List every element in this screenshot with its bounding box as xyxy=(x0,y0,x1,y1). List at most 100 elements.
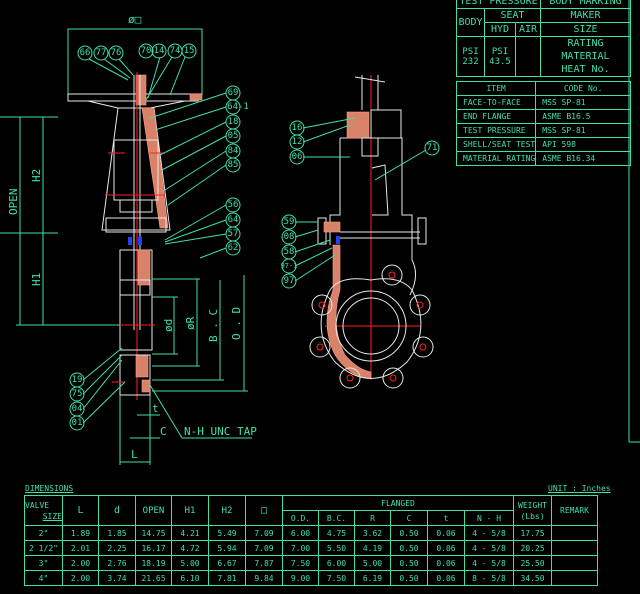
dim-diameter: ø□ xyxy=(128,13,142,26)
table-cell: 4 - 5/8 xyxy=(464,540,514,556)
dim-h1: H1 xyxy=(30,273,43,286)
table-cell: 20.25 xyxy=(513,540,552,556)
table-cell: 2.00 xyxy=(62,570,99,586)
table-cell: 18.19 xyxy=(135,555,172,571)
balloon-84: 84 xyxy=(228,146,239,156)
table-cell: 5.00 xyxy=(171,555,209,571)
marking-material: MATERIAL xyxy=(540,50,631,63)
header-test-pressure: TEST PRESSURE xyxy=(456,0,541,9)
hyd-label: HYD xyxy=(484,22,516,37)
bolt-lugs xyxy=(309,264,434,389)
table-cell: 7.81 xyxy=(208,570,246,586)
balloon-18: 18 xyxy=(228,117,239,127)
item: END FLANGE xyxy=(455,109,537,124)
valve-size-cell: 2" xyxy=(24,525,63,541)
item: FACE-TO-FACE xyxy=(455,95,537,110)
table-cell: 9.84 xyxy=(245,570,283,586)
header-weight: WEIGHT xyxy=(518,500,547,510)
item: SHELL/SEAT TEST xyxy=(455,137,537,152)
header-d: d xyxy=(98,495,136,526)
table-cell: 7.50 xyxy=(282,555,319,571)
table-cell: 0.06 xyxy=(427,525,465,541)
balloon-62: 62 xyxy=(228,243,239,253)
header-l: L xyxy=(62,495,99,526)
table-cell: 7.09 xyxy=(245,525,283,541)
code: MSS SP-81 xyxy=(535,123,631,138)
table-cell xyxy=(551,525,598,541)
balloon-01: 01 xyxy=(72,418,83,428)
dim-h2: H2 xyxy=(30,169,43,182)
marking-size: SIZE xyxy=(540,22,631,37)
valve-size-cell: 2 1/2" xyxy=(24,540,63,556)
table-cell: 7.87 xyxy=(245,555,283,571)
size-label: SIZE xyxy=(42,511,62,521)
balloon-85: 85 xyxy=(228,160,239,170)
balloons-top: 66 77 76 70 14 74 15 xyxy=(77,43,197,101)
table-cell: 7.50 xyxy=(318,570,355,586)
table-cell: 6.00 xyxy=(282,525,319,541)
air-label: AIR xyxy=(515,22,541,37)
balloon-57: 57 xyxy=(228,229,239,239)
hyd-psi-unit: PSI xyxy=(491,46,509,57)
balloon-05: 05 xyxy=(228,131,239,141)
header-remark: REMARK xyxy=(551,495,598,526)
table-cell: 0.50 xyxy=(390,540,428,556)
table-cell: 3.62 xyxy=(354,525,391,541)
table-cell: 9.00 xyxy=(282,570,319,586)
dim-bc: B . C xyxy=(207,309,220,342)
table-cell: 34.50 xyxy=(513,570,552,586)
dim-nh-tap: N-H UNC TAP xyxy=(184,425,257,438)
balloon-97: 97 xyxy=(284,276,295,286)
table-cell: 0.50 xyxy=(390,555,428,571)
dim-c: C xyxy=(160,425,167,438)
table-cell: 14.75 xyxy=(135,525,172,541)
valve-label: VALVE xyxy=(25,500,50,510)
table-cell: 5.00 xyxy=(354,555,391,571)
balloon-71: 71 xyxy=(427,143,438,153)
balloons-bottom: 19 75 04 01 xyxy=(69,347,126,431)
header-h2: H2 xyxy=(208,495,246,526)
balloon-12: 12 xyxy=(292,137,303,147)
valve-size-cell: 4" xyxy=(24,570,63,586)
balloon-06: 06 xyxy=(292,152,303,162)
header-code-no: CODE No. xyxy=(535,81,631,96)
table-cell: 4.21 xyxy=(171,525,209,541)
table-cell: 4 - 5/8 xyxy=(464,525,514,541)
balloon-16: 16 xyxy=(292,123,303,133)
front-view: ø□ OPEN H2 H1 xyxy=(0,13,257,465)
dim-l: L xyxy=(131,448,138,461)
header-body-marking: BODY MARKING xyxy=(540,0,631,9)
table-cell: 0.06 xyxy=(427,555,465,571)
table-cell: 5.50 xyxy=(318,540,355,556)
table-cell: 0.50 xyxy=(390,570,428,586)
header-square: □ xyxy=(245,495,283,526)
table-cell: 4.75 xyxy=(318,525,355,541)
hyd-psi-value: 43.5 xyxy=(489,56,511,67)
header-open: OPEN xyxy=(135,495,172,526)
balloon-19: 19 xyxy=(72,375,83,385)
balloon-75: 75 xyxy=(72,389,83,399)
header-od: O.D. xyxy=(282,510,319,526)
table-cell: 8 - 5/8 xyxy=(464,570,514,586)
table-cell: 7.09 xyxy=(245,540,283,556)
table-cell: 4 - 5/8 xyxy=(464,555,514,571)
table-cell: 6.00 xyxy=(318,555,355,571)
balloon-64-1: 64-1 xyxy=(227,102,249,112)
code: MSS SP-81 xyxy=(535,95,631,110)
code: ASME B16.5 xyxy=(535,109,631,124)
balloon-15: 15 xyxy=(184,46,195,56)
seat-label: SEAT xyxy=(484,8,541,23)
table-cell: 0.50 xyxy=(390,525,428,541)
table-cell: 1.89 xyxy=(62,525,99,541)
dim-r: øR xyxy=(184,316,197,330)
